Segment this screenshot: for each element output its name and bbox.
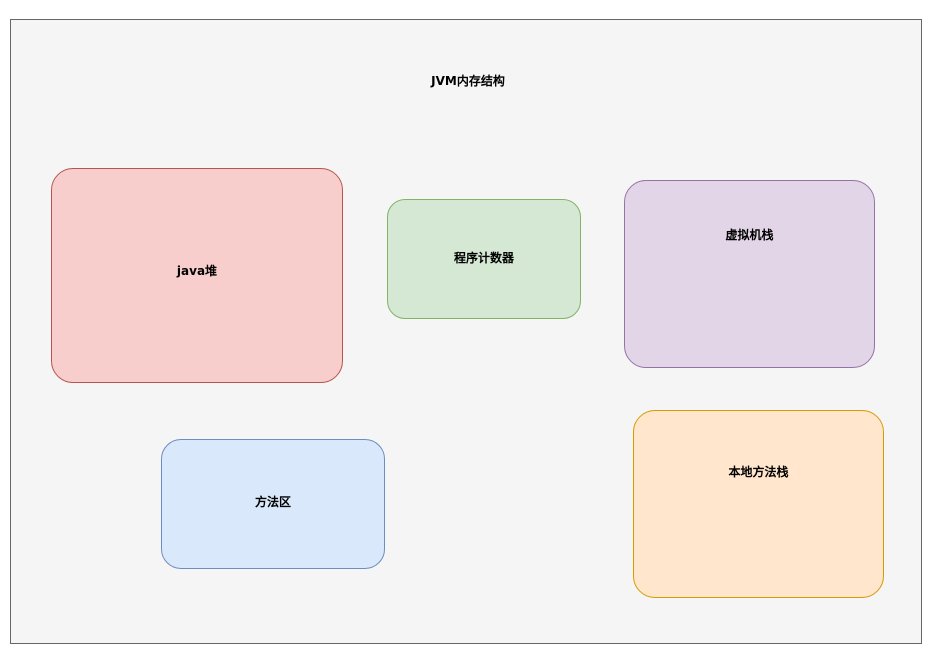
native-method-stack-box: 本地方法栈 xyxy=(633,410,884,598)
vm-stack-box: 虚拟机栈 xyxy=(624,180,875,368)
method-area-label: 方法区 xyxy=(254,495,291,509)
program-counter-box: 程序计数器 xyxy=(387,199,581,319)
program-counter-label: 程序计数器 xyxy=(453,251,514,265)
method-area-box: 方法区 xyxy=(161,439,385,569)
vm-stack-label: 虚拟机栈 xyxy=(725,228,774,242)
java-heap-box: java堆 xyxy=(51,168,343,383)
native-method-stack-label: 本地方法栈 xyxy=(728,465,789,479)
diagram-title: JVM内存结构 xyxy=(431,74,505,88)
java-heap-label: java堆 xyxy=(176,264,218,278)
